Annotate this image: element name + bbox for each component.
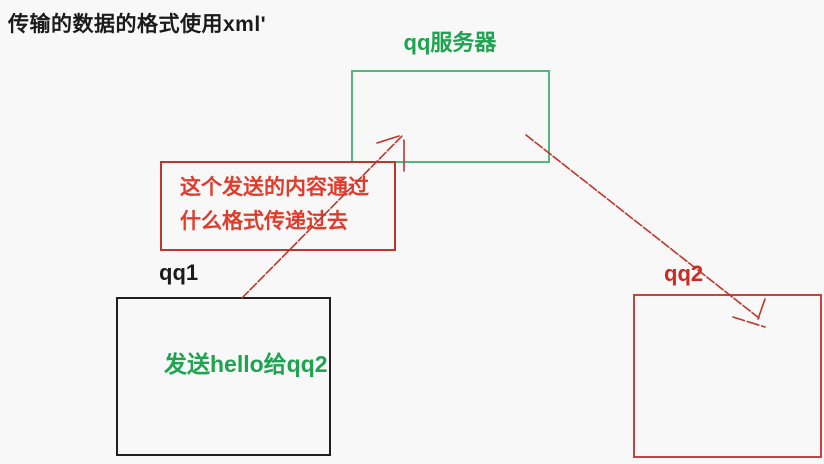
note-line-2: 什么格式传递过去 <box>180 210 348 233</box>
client2-box <box>633 294 822 458</box>
server-box <box>351 70 550 163</box>
client1-message: 发送hello给qq2 <box>164 351 328 377</box>
page-title: 传输的数据的格式使用xml' <box>8 13 267 36</box>
note-line-1: 这个发送的内容通过 <box>180 176 369 199</box>
note-box: 这个发送的内容通过 什么格式传递过去 <box>160 161 396 251</box>
client1-label: qq1 <box>159 260 199 285</box>
client2-label: qq2 <box>664 261 704 286</box>
server-label: qq服务器 <box>403 30 497 55</box>
client1-box: 发送hello给qq2 <box>116 297 331 456</box>
